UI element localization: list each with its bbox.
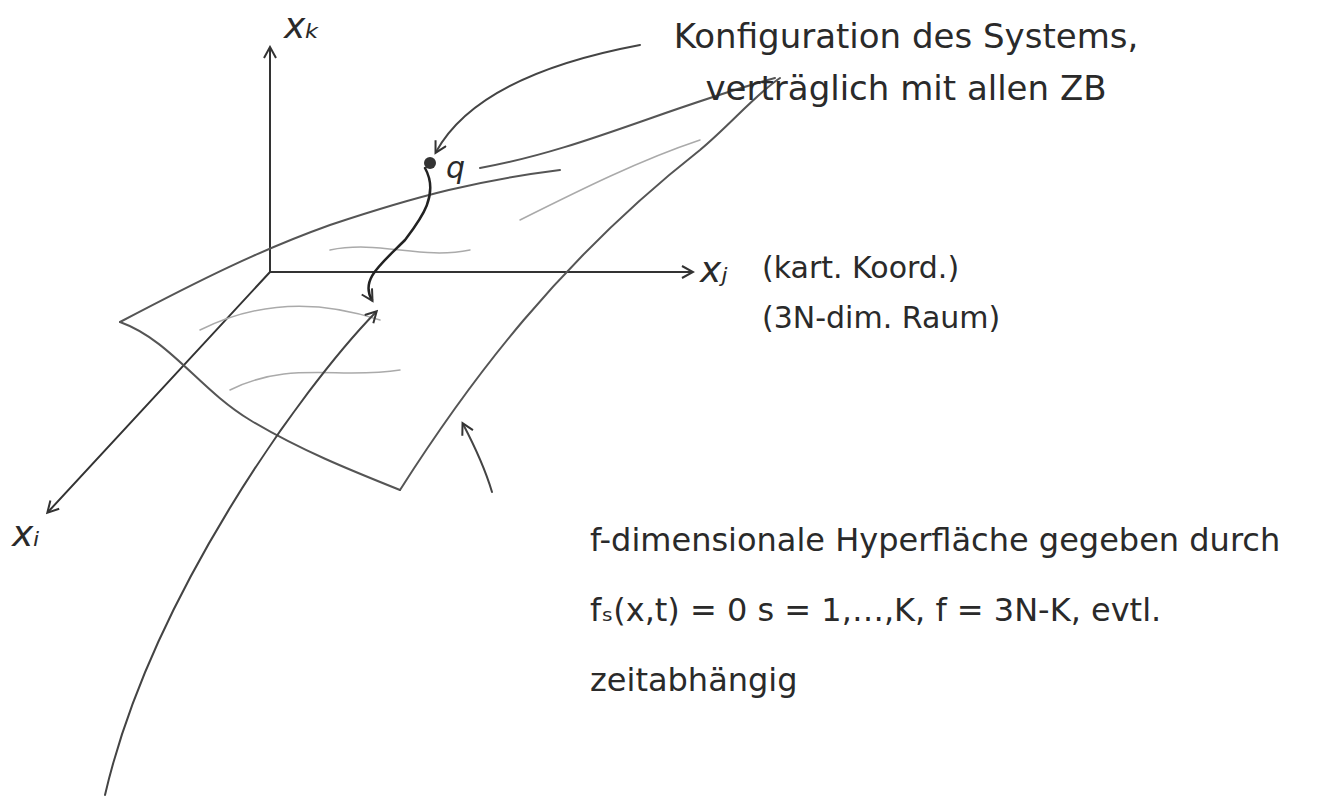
annotation: f-dimensionale Hyperfläche gegeben durch…	[590, 505, 1320, 715]
leader-line	[463, 424, 492, 492]
hypersurface	[120, 78, 780, 490]
leader-line	[436, 45, 640, 152]
note: (kart. Koord.)	[762, 250, 959, 286]
surface-grid	[200, 140, 700, 390]
note: (3N-dim. Raum)	[762, 300, 1000, 336]
axis-label: xⱼ	[700, 248, 728, 291]
point-label: q	[446, 150, 465, 186]
configuration-point	[424, 157, 436, 169]
leader-line	[105, 312, 376, 795]
trajectory	[368, 168, 430, 300]
axis-xj	[270, 271, 692, 273]
axis-xi	[48, 272, 270, 512]
annotation: Konfiguration des Systems, verträglich m…	[636, 10, 1176, 114]
axis-label: xₖ	[284, 4, 321, 47]
axis-label: xᵢ	[12, 512, 40, 555]
axis-xk	[269, 48, 271, 272]
